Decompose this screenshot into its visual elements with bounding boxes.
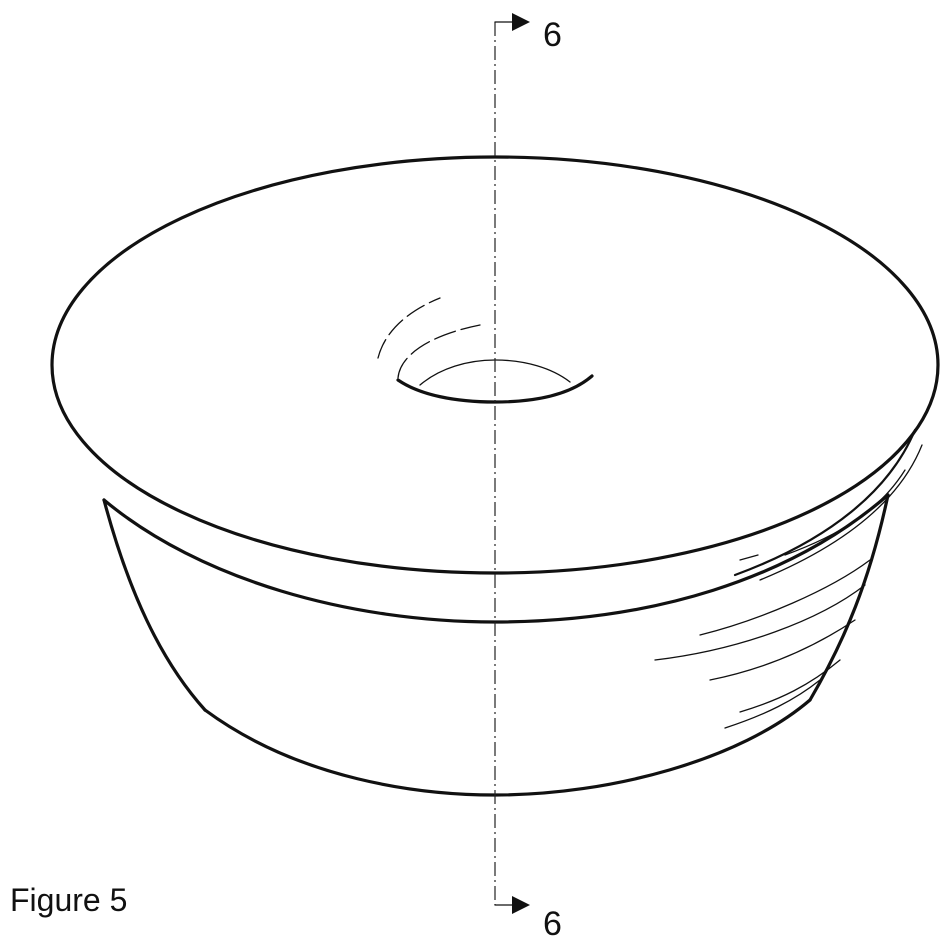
section-bottom-arrow-icon	[512, 896, 530, 914]
bowl-bottom-curve	[205, 700, 810, 795]
section-line-6-6	[495, 13, 530, 914]
center-opening	[378, 298, 592, 402]
figure-caption: Figure 5	[10, 882, 127, 919]
recess-arc-1	[398, 325, 480, 378]
bowl-shading-1	[700, 560, 870, 635]
lid-edge-shading-4	[740, 555, 758, 560]
recess-arc-2	[378, 298, 440, 358]
section-top-arrow-icon	[512, 13, 530, 31]
lid-edge-shading-3	[785, 470, 905, 555]
rim-lower-edge	[104, 495, 888, 622]
lid-edge-shading-2	[760, 445, 922, 580]
bowl-left-side	[104, 500, 205, 710]
section-label-bottom: 6	[543, 905, 562, 944]
bowl-body	[104, 495, 888, 795]
section-label-top: 6	[543, 16, 562, 55]
bowl-shading-2	[655, 585, 865, 660]
